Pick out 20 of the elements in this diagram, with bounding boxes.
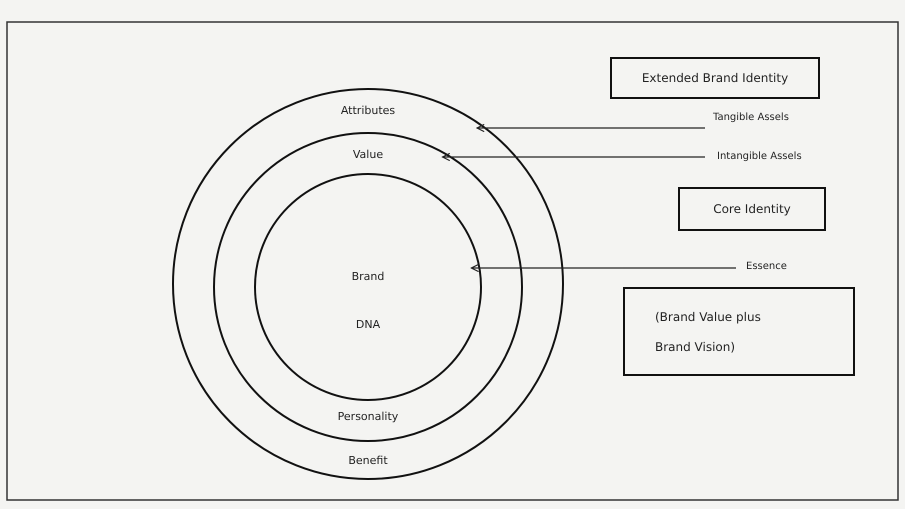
label-box [623,287,855,376]
layer-label: Brand DNA [350,269,386,333]
layer-label: Attributes [340,104,396,117]
arrow-label: Essence [746,261,787,272]
brand-layer-ring [254,173,482,401]
arrow [476,124,705,132]
layer-label: Core Identity [713,202,791,216]
arrow [442,152,705,162]
layer-label: Personality [336,410,400,423]
brand-layer-ring [172,88,564,480]
arrow [470,264,736,272]
layer-label: Benefit [347,454,389,467]
arrow-label: Intangible Assels [717,151,802,162]
label-box [678,187,826,231]
arrow-label: Tangible Assels [713,112,789,123]
layer-label: Extended Brand Identity [642,71,788,85]
layer-label: (Brand Value plus Brand Vision) [655,308,762,356]
brand-layer-ring [213,132,523,442]
layer-label: Value [352,148,384,161]
label-box [610,57,820,99]
